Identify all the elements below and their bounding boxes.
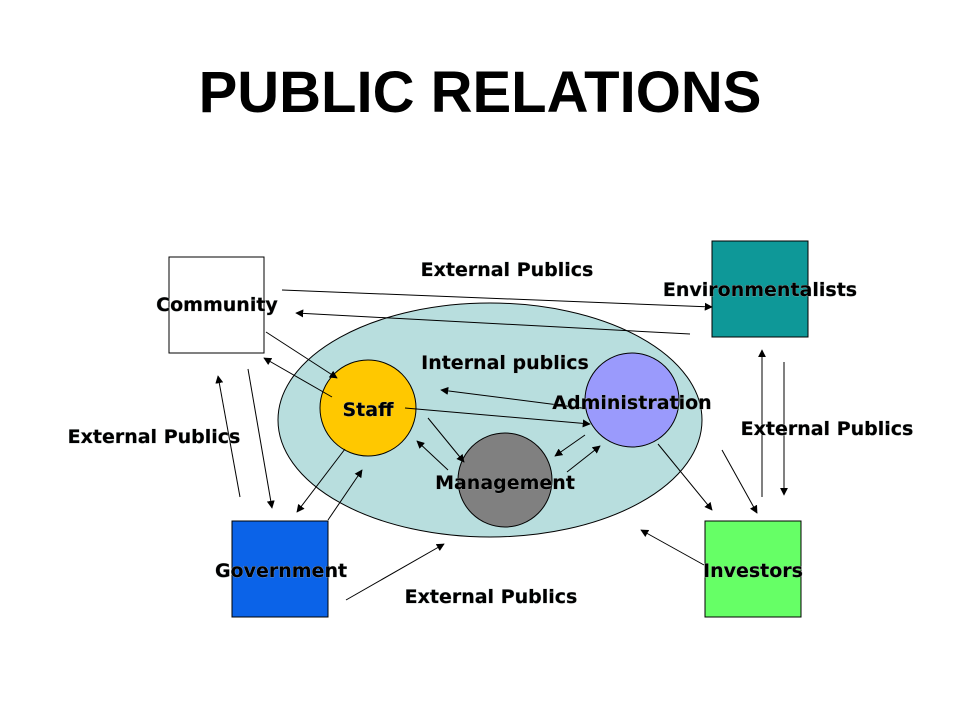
arrow-community-to-environmentalists (281, 289, 713, 311)
administration-circle (584, 352, 680, 448)
arrow-staff-to-administration (404, 407, 591, 428)
page-title: PUBLIC RELATIONS (199, 60, 762, 125)
arrow-management-to-staff (416, 440, 449, 471)
arrow-government-to-community (215, 375, 241, 498)
external-publics-label-right: External Publics (741, 418, 914, 440)
arrow-staff-to-government (296, 448, 346, 513)
arrow-government-to-staff (327, 469, 363, 521)
arrow-staff-to-management (427, 417, 465, 463)
investors-box (704, 520, 802, 618)
arrow-community-to-government (247, 368, 275, 509)
community-label: Community (156, 294, 278, 316)
external-publics-label-left: External Publics (68, 426, 241, 448)
government-box (231, 520, 329, 618)
connector-arrows (215, 289, 788, 601)
arrow-government-to-management (345, 543, 445, 601)
arrow-administration-to-staff (440, 386, 583, 409)
environmentalists-box (711, 240, 809, 338)
arrow-investors-to-management (640, 529, 705, 566)
arrow-community-to-staff (265, 331, 338, 379)
external-publics-label-top: External Publics (421, 259, 594, 281)
arrow-administration-to-management (554, 434, 586, 457)
internal-organization-ellipse (277, 302, 703, 538)
arrow-external-to-investors (721, 449, 758, 514)
arrow-administration-to-investors (657, 443, 713, 511)
arrow-environmentalists-to-community (295, 309, 691, 335)
administration-label: Administration (552, 392, 711, 414)
management-label: Management (435, 472, 575, 494)
internal-publics-label: Internal publics (421, 352, 589, 374)
investors-label: Investors (703, 560, 803, 582)
arrow-management-to-administration (566, 445, 601, 473)
community-box (168, 256, 265, 354)
management-circle (457, 432, 553, 528)
staff-circle (319, 359, 417, 457)
environmentalists-label: Environmentalists (663, 279, 857, 301)
staff-label: Staff (343, 399, 395, 421)
external-publics-label-bottom: External Publics (405, 586, 578, 608)
government-label: Government (215, 560, 347, 582)
arrow-staff-to-community (263, 357, 333, 398)
